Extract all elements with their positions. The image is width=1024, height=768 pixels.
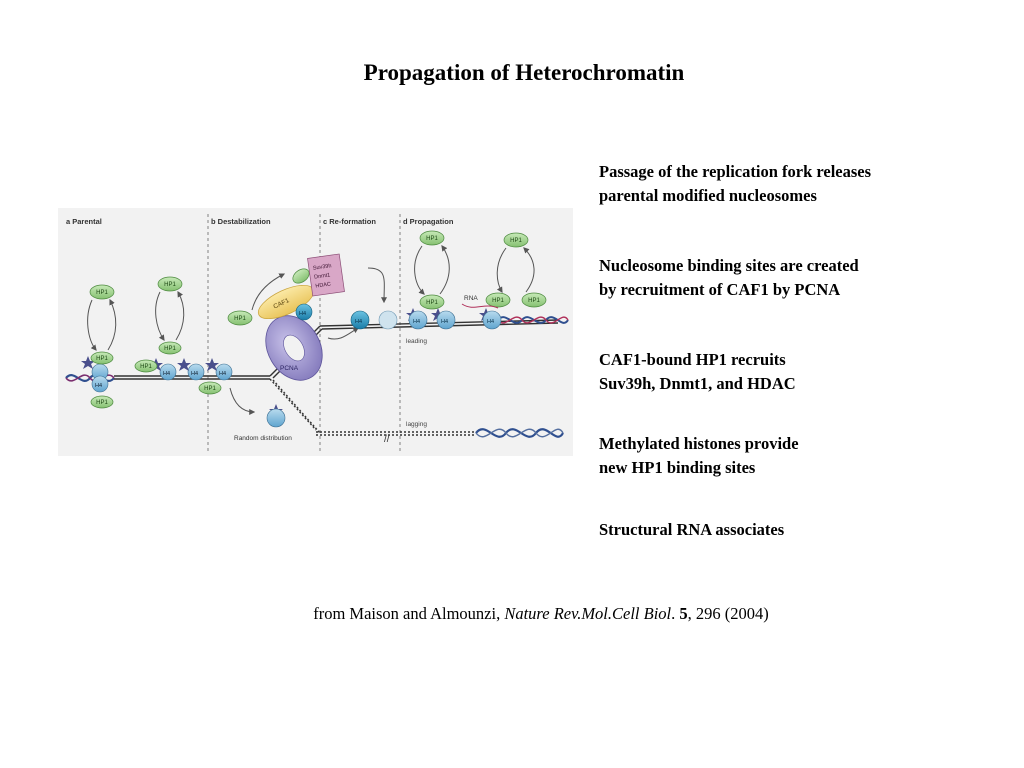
slide-title: Propagation of Heterochromatin [363, 60, 685, 85]
complex-label: HDAC [315, 281, 331, 289]
hp1-label: HP1 [204, 386, 216, 392]
rna-label: RNA [464, 295, 478, 302]
histone-h4-label: H4 [355, 319, 362, 325]
hp1-label: HP1 [510, 238, 522, 244]
note-line: new HP1 binding sites [599, 458, 756, 477]
hp1-label: HP1 [234, 316, 246, 322]
note-structural-rna: Structural RNA associates [599, 518, 939, 542]
suv39h-dnmt1-hdac-complex [307, 253, 345, 297]
citation-volume: 5 [679, 604, 688, 623]
lagging-dna-helix [475, 428, 564, 438]
note-line: parental modified nucleosomes [599, 186, 817, 205]
hp1-label: HP1 [426, 236, 438, 242]
note-hp1-recruits: CAF1-bound HP1 recruits Suv39h, Dnmt1, a… [599, 348, 939, 396]
note-methylated-histones: Methylated histones provide new HP1 bind… [599, 432, 939, 480]
histone-h4-label: H4 [95, 383, 102, 389]
pcna-clamp [265, 315, 323, 381]
histone-h4-label: H4 [163, 371, 170, 377]
panel-label-b: b Destabilization [211, 217, 271, 226]
complex-label: Suv39h [313, 263, 332, 272]
note-caf1-recruitment: Nucleosome binding sites are created by … [599, 254, 939, 302]
histone-h4-label: H4 [299, 311, 306, 317]
newly-assembled-nucleosomes [266, 303, 502, 428]
lagging-label: lagging [406, 421, 427, 428]
hp1-proteins [89, 230, 547, 409]
citation-journal: Nature Rev.Mol.Cell Biol [504, 604, 672, 623]
fork-break-mark: // [384, 434, 390, 445]
hp1-label: HP1 [528, 298, 540, 304]
hp1-label: HP1 [96, 400, 108, 406]
panel-label-a: a Parental [66, 217, 102, 226]
note-line: Structural RNA associates [599, 520, 785, 539]
hp1-label: HP1 [96, 290, 108, 296]
hp1-label: HP1 [140, 364, 152, 370]
hp1-label: HP1 [426, 300, 438, 306]
note-line: by recruitment of CAF1 by PCNA [599, 280, 841, 299]
note-line: CAF1-bound HP1 recruits [599, 350, 786, 369]
leading-dna-helix [497, 316, 569, 324]
leading-label: leading [406, 338, 427, 345]
histone-h4-label: H4 [441, 319, 448, 325]
note-line: Passage of the replication fork releases [599, 162, 872, 181]
panel-label-c: c Re-formation [323, 217, 376, 226]
complex-label: Dnmt1 [314, 272, 331, 280]
rna-strand [461, 303, 499, 309]
panel-label-d: d Propagation [403, 217, 454, 226]
hp1-label: HP1 [492, 298, 504, 304]
citation: from Maison and Almounzi, Nature Rev.Mol… [0, 604, 1024, 624]
hp1-labels: HP1 HP1 HP1 HP1 HP1 HP1 HP1 HP1 HP1 HP1 … [96, 236, 540, 406]
diagram-canvas: a Parental b Destabilization c Re-format… [58, 208, 573, 456]
hp1-label: HP1 [164, 346, 176, 352]
histone-h4-label: H4 [487, 319, 494, 325]
citation-separator: . [671, 604, 680, 623]
random-distribution-label: Random distribution [234, 435, 292, 442]
pcna-label: PCNA [280, 365, 299, 372]
heterochromatin-propagation-diagram: a Parental b Destabilization c Re-format… [58, 208, 573, 456]
hp1-label: HP1 [96, 356, 108, 362]
histone-h4-label: H4 [191, 371, 198, 377]
binding-cycle-arrows [87, 245, 535, 415]
hp1-label: HP1 [164, 282, 176, 288]
histone-h4-label: H4 [413, 319, 420, 325]
note-line: Methylated histones provide [599, 434, 799, 453]
parental-nucleosomes [91, 363, 233, 393]
note-line: Nucleosome binding sites are created [599, 256, 859, 275]
note-replication-fork: Passage of the replication fork releases… [599, 160, 939, 208]
citation-prefix: from Maison and Almounzi, [313, 604, 505, 623]
citation-pages-year: , 296 (2004) [687, 604, 769, 623]
histone-h4-label: H4 [219, 371, 226, 377]
note-line: Suv39h, Dnmt1, and HDAC [599, 374, 796, 393]
figure-background [58, 208, 573, 456]
